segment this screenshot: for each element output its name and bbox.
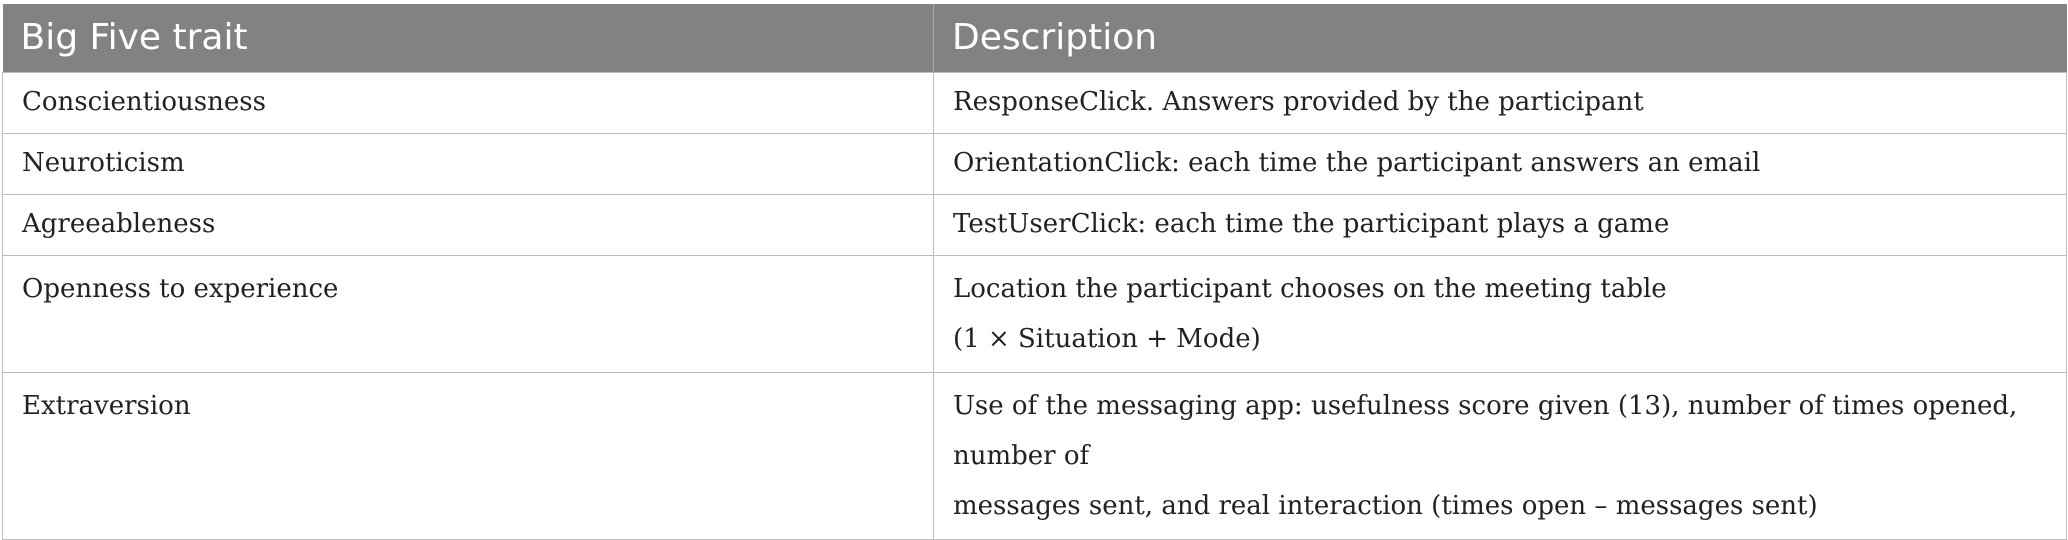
table-row: Agreeableness TestUserClick: each time t… [2,193,2067,256]
description-line: (1 × Situation + Mode) [953,323,1261,354]
description-line: messages sent, and real interaction (tim… [953,490,1818,521]
description-line: Use of the messaging app: usefulness sco… [953,390,2018,471]
description-line: OrientationClick: each time the particip… [953,147,1761,178]
description-cell: OrientationClick: each time the particip… [933,132,2067,195]
table-header: Big Five trait Description [2,4,2067,72]
trait-cell: Conscientiousness [2,71,934,134]
description-cell: ResponseClick. Answers provided by the p… [933,71,2067,134]
description-line: Location the participant chooses on the … [953,273,1667,304]
table-row: Conscientiousness ResponseClick. Answers… [2,71,2067,134]
trait-cell: Neuroticism [2,132,934,195]
trait-cell: Extraversion [2,371,934,540]
table-body: Conscientiousness ResponseClick. Answers… [2,71,2067,540]
table-row: Openness to experience Location the part… [2,254,2067,373]
table-container: Big Five trait Description Conscientious… [2,4,2067,540]
trait-cell: Agreeableness [2,193,934,256]
description-cell: Location the participant chooses on the … [933,254,2067,373]
description-cell: Use of the messaging app: usefulness sco… [933,371,2067,540]
traits-table: Big Five trait Description Conscientious… [2,4,2067,540]
table-row: Extraversion Use of the messaging app: u… [2,371,2067,540]
header-description: Description [933,4,2067,72]
description-cell: TestUserClick: each time the participant… [933,193,2067,256]
description-line: ResponseClick. Answers provided by the p… [953,86,1644,117]
description-line: TestUserClick: each time the participant… [953,208,1670,239]
trait-cell: Openness to experience [2,254,934,373]
header-row: Big Five trait Description [2,4,2067,72]
table-row: Neuroticism OrientationClick: each time … [2,132,2067,195]
header-trait: Big Five trait [2,4,934,72]
